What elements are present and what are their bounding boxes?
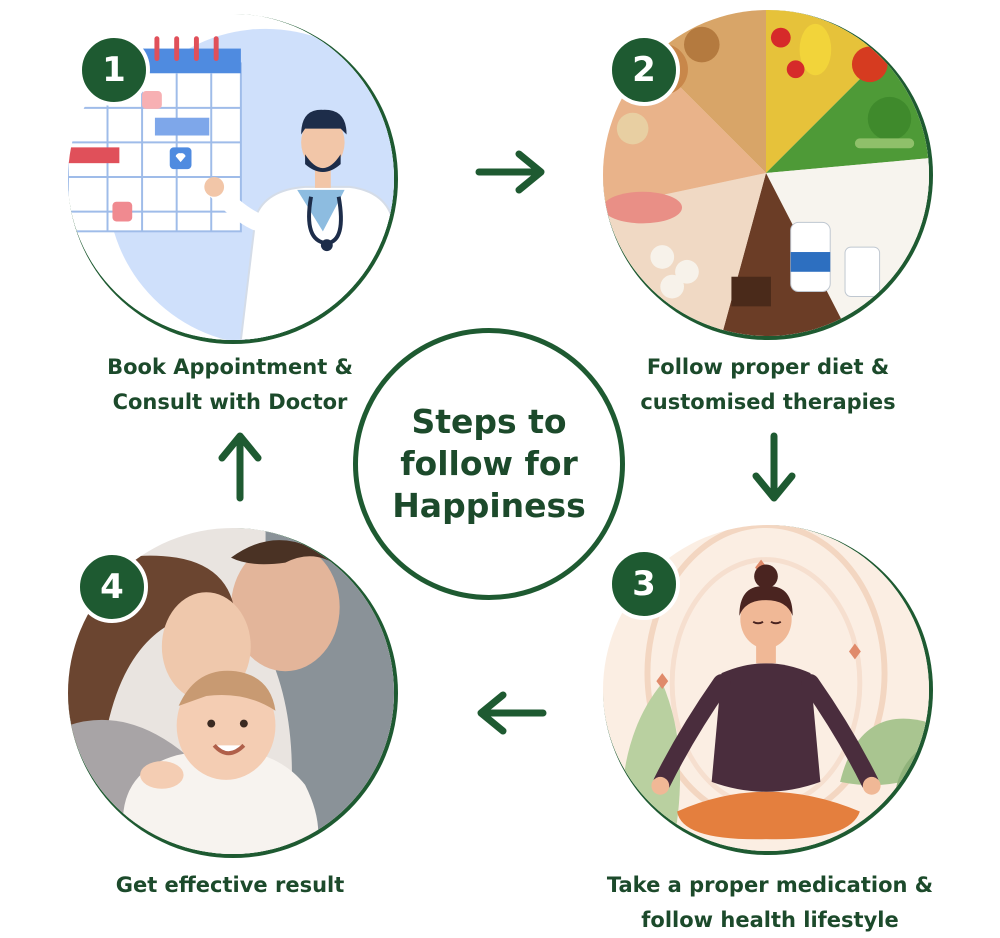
step-4-caption: Get effective result bbox=[70, 868, 390, 903]
step-2-caption: Follow proper diet & customised therapie… bbox=[603, 350, 933, 420]
step-4-caption-line: Get effective result bbox=[115, 873, 345, 897]
center-title-circle: Steps to follow for Happiness bbox=[353, 328, 625, 600]
step-3-caption-line: follow health lifestyle bbox=[641, 908, 899, 932]
center-title-line: Happiness bbox=[392, 486, 586, 525]
step-1-number-badge: 1 bbox=[78, 34, 150, 106]
step-3-caption-line: Take a proper medication & bbox=[606, 873, 934, 897]
step-2-caption-line: Follow proper diet & bbox=[646, 355, 890, 379]
arrow-right-icon bbox=[475, 150, 545, 194]
step-2-number-badge: 2 bbox=[608, 34, 680, 106]
step-4-number-badge: 4 bbox=[76, 551, 148, 623]
family-photo-illustration bbox=[68, 528, 394, 854]
step-1-caption: Book Appointment & Consult with Doctor bbox=[70, 350, 390, 420]
step-1-caption-line: Book Appointment & bbox=[107, 355, 353, 379]
step-1-caption-line: Consult with Doctor bbox=[112, 390, 348, 414]
arrow-up-icon bbox=[218, 432, 262, 502]
center-title-line: Steps to bbox=[411, 402, 567, 441]
arrow-left-icon bbox=[477, 691, 547, 735]
center-title-line: follow for bbox=[400, 444, 578, 483]
step-3-caption: Take a proper medication & follow health… bbox=[580, 868, 960, 938]
step-2-caption-line: customised therapies bbox=[640, 390, 896, 414]
step-4-image bbox=[68, 528, 398, 858]
step-3-number-badge: 3 bbox=[608, 548, 680, 620]
arrow-down-icon bbox=[752, 432, 796, 502]
